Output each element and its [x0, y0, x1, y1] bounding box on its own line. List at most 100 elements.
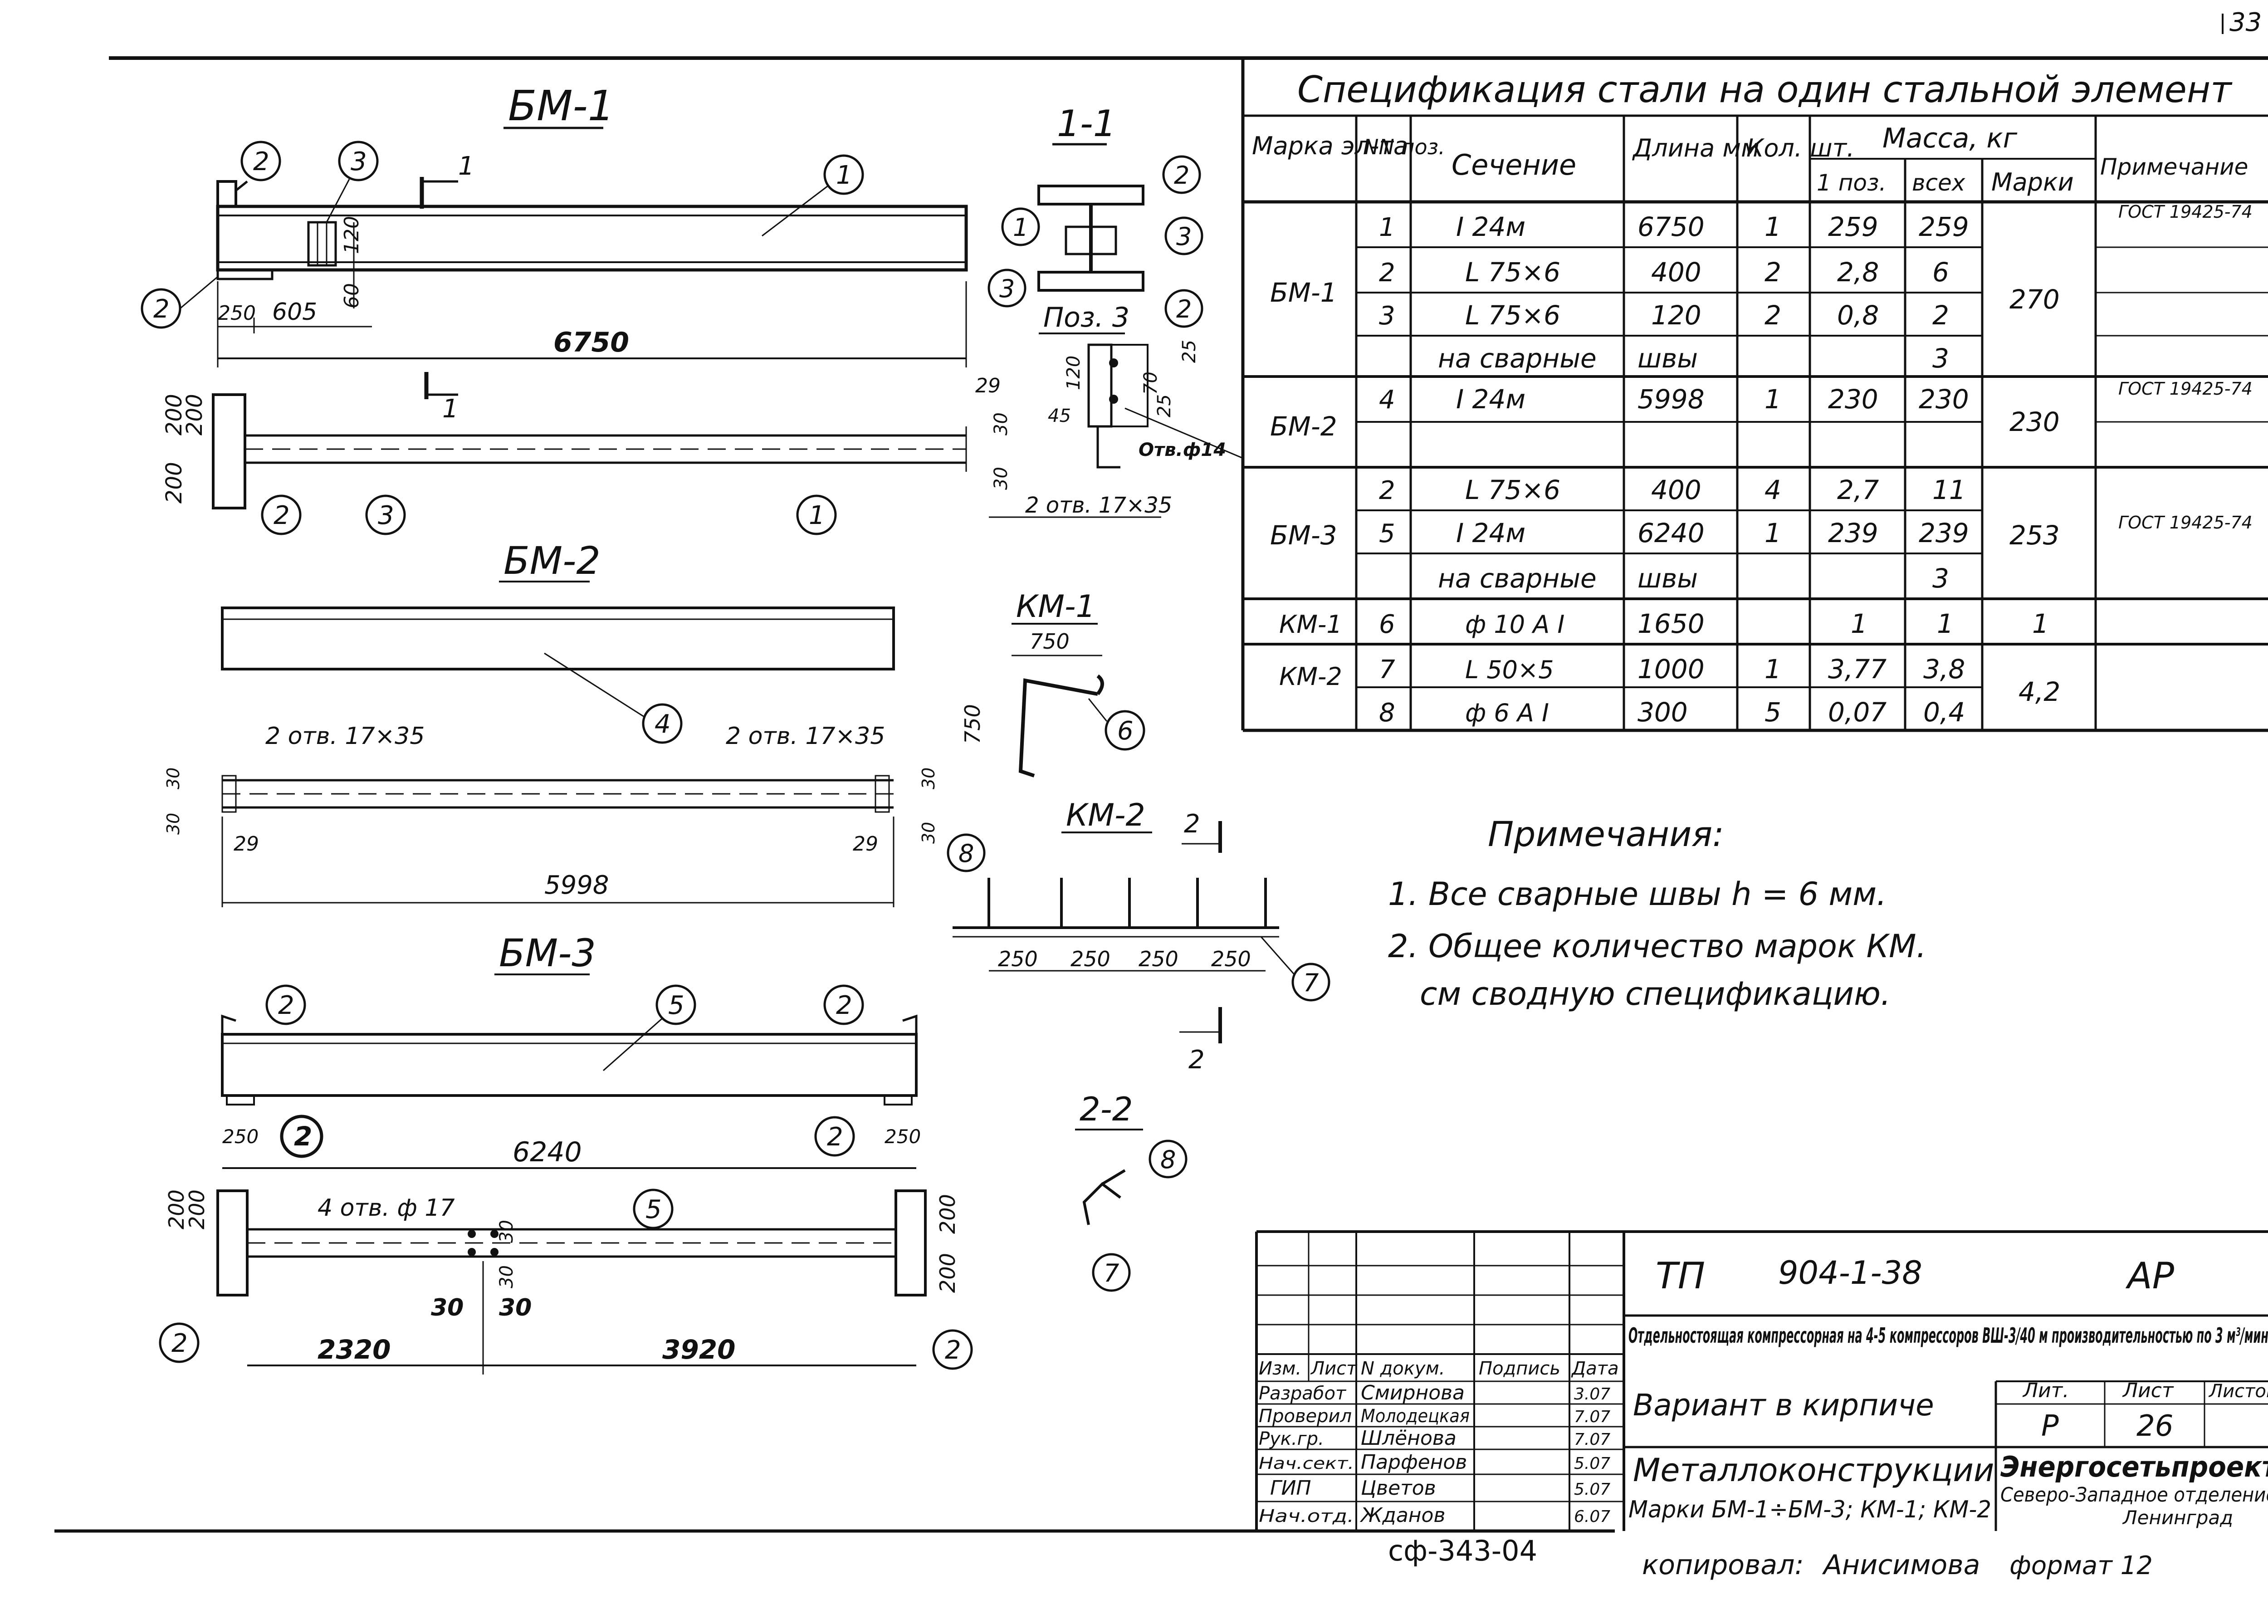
bm1-dim-605: 605	[272, 298, 317, 326]
spec-cell: 1	[1379, 213, 1395, 242]
section-mark-2-top: 2	[1184, 809, 1200, 839]
km1-title: КМ-1	[1016, 589, 1095, 625]
bm1-dim-120: 120	[340, 216, 363, 254]
bm2-overall-dim: 5998	[544, 871, 609, 900]
spec-cell: L 75×6	[1465, 257, 1560, 288]
spec-title: Спецификация стали на один стальной элем…	[1297, 68, 2233, 111]
footer-format: формат 12	[2009, 1551, 2153, 1580]
spec-headers: Марка эл-та NN поз. Сечение Длина мм Кол…	[1252, 122, 2248, 196]
s11-callout-3a: 3	[1176, 222, 1192, 251]
spec-cell: 4	[1379, 385, 1395, 415]
bm1-callout-2b: 2	[153, 294, 170, 324]
spec-header-length: Длина мм	[1632, 134, 1760, 162]
spec-cell: БМ-2	[1270, 411, 1337, 442]
section-1-1-title: 1-1	[1057, 103, 1116, 145]
title-sheet-title: Металлоконструкции	[1633, 1452, 1994, 1489]
tb-staff-role: Рук.гр.	[1259, 1428, 1324, 1449]
spec-header-mass: Масса, кг	[1882, 122, 2018, 154]
notes: Примечания: 1. Все сварные швы h = 6 мм.…	[1388, 814, 1926, 1013]
title-lit-value-1: 26	[2136, 1409, 2173, 1443]
tb-staff-name: Цветов	[1361, 1477, 1436, 1500]
pos3-dim-70: 70	[1140, 372, 1161, 395]
title-stage: АР	[2125, 1255, 2175, 1297]
km2-dim-250-2: 250	[1070, 947, 1110, 971]
spec-cell: 6240	[1637, 518, 1705, 548]
tb-staff-date: 5.07	[1574, 1480, 1610, 1499]
spec-cell: 259	[1919, 211, 1969, 242]
bm2-dim-30c: 30	[919, 768, 938, 789]
spec-cell: ф 10 А I	[1465, 610, 1564, 639]
spec-cell: ГОСТ 19425-74	[2118, 379, 2253, 399]
bm2-dim-29a: 29	[234, 832, 259, 856]
spec-cell: 1	[1765, 384, 1781, 415]
spec-cell: 3,77	[1828, 654, 1887, 685]
title-lit-label-2: Листов	[2208, 1381, 2268, 1402]
spec-cell: 1	[2032, 608, 2049, 639]
bm2-dim-30b: 30	[163, 813, 183, 835]
bm1-callout-3: 3	[351, 147, 367, 176]
bm2-holes-right: 2 отв. 17×35	[726, 723, 885, 750]
note-1: 1. Все сварные швы h = 6 мм.	[1388, 876, 1887, 913]
spec-table	[1241, 58, 2268, 732]
section-mark-2-bottom: 2	[1188, 1045, 1205, 1075]
section-1-1: 1-1 2 1 3 3 2 Поз. 3 120 45 70 25 25 Отв…	[987, 103, 1243, 469]
spec-rows: БМ-1 1 I 24м 6750 1 259 259 270 ГОСТ 194…	[1270, 202, 2253, 728]
s22-callout-7: 7	[1104, 1259, 1119, 1287]
spec-cell: на сварные	[1438, 563, 1597, 594]
bm3-dim-30a: 30	[496, 1220, 517, 1243]
title-code: ТП	[1656, 1255, 1705, 1297]
note-3: см сводную спецификацию.	[1420, 975, 1891, 1013]
spec-cell: L 75×6	[1465, 300, 1560, 331]
bm3-dim-200a: 200	[164, 1189, 189, 1229]
bm2-elevation: БМ-2 4 2 отв. 17×35 2 отв. 17×35 29 29 5…	[163, 538, 938, 907]
spec-header-mass-mark: Марки	[1991, 168, 2074, 196]
bm1-callout-1: 1	[836, 161, 852, 190]
pos3-dim-25a: 25	[1179, 340, 1200, 363]
spec-cell: 239	[1919, 518, 1969, 548]
bm3-dim-30c: 30	[431, 1294, 464, 1321]
spec-cell: 230	[2009, 406, 2060, 437]
title-sheet-subtitle: Марки БМ-1÷БМ-3; КМ-1; КМ-2	[1628, 1496, 1991, 1523]
spec-header-mark: Марка эл-та	[1252, 132, 1408, 160]
spec-cell: 11	[1932, 474, 1966, 505]
tb-col-4: Дата	[1571, 1358, 1619, 1379]
s22-callout-8: 8	[1160, 1145, 1176, 1174]
bm1-plan-callout-1: 1	[809, 501, 825, 530]
km2-title: КМ-2	[1066, 797, 1145, 833]
spec-cell: 3,8	[1923, 654, 1965, 685]
spec-cell: 0,07	[1828, 697, 1887, 728]
spec-cell: 3	[1379, 301, 1395, 331]
tb-staff-name: Шлёнова	[1361, 1427, 1457, 1450]
tb-staff-role: Разработ	[1259, 1383, 1347, 1404]
spec-cell: 2	[1379, 476, 1395, 505]
title-org-1: Энергосетьпроект	[2000, 1450, 2268, 1483]
spec-header-qty: Кол. шт.	[1746, 134, 1854, 162]
bm1-plan-dim-200c: 200	[161, 462, 187, 504]
spec-header-mass-all: всех	[1912, 170, 1965, 196]
tb-col-3: Подпись	[1479, 1358, 1560, 1379]
bm1-plan: 1 200 200 200 29 30 30 2 отв. 17×35 2 3 …	[161, 372, 1172, 535]
spec-cell: 0,4	[1923, 697, 1965, 728]
tb-staff-date: 5.07	[1574, 1454, 1610, 1473]
km1-detail: КМ-1 750 750 6	[960, 589, 1145, 778]
bm3-plan-callout-2a: 2	[171, 1329, 188, 1358]
pos3-title: Поз. 3	[1043, 302, 1129, 333]
bm1-plan-dim-200a: 200	[161, 394, 187, 435]
spec-cell: 230	[1919, 384, 1969, 415]
bm3-callout-2a: 2	[278, 991, 294, 1020]
spec-cell: 4	[1765, 474, 1781, 505]
spec-cell: КМ-1	[1279, 610, 1342, 639]
pos3-dim-25b: 25	[1154, 394, 1175, 417]
note-2: 2. Общее количество марок КМ.	[1388, 928, 1926, 965]
bm1-plan-callout-2: 2	[274, 501, 290, 530]
spec-cell: ф 6 А I	[1465, 699, 1549, 727]
pos3-hole: Отв.ф14	[1139, 440, 1226, 460]
bm3-callout-5: 5	[668, 991, 684, 1020]
title-number: 904-1-38	[1778, 1254, 1922, 1291]
bm1-title: БМ-1	[508, 82, 614, 130]
spec-cell: 6750	[1637, 211, 1705, 242]
title-lit-value-0: Р	[2041, 1409, 2059, 1443]
spec-cell: 1	[1765, 654, 1781, 685]
spec-header-mass-pos: 1 поз.	[1817, 170, 1886, 196]
spec-cell: 400	[1651, 474, 1701, 505]
